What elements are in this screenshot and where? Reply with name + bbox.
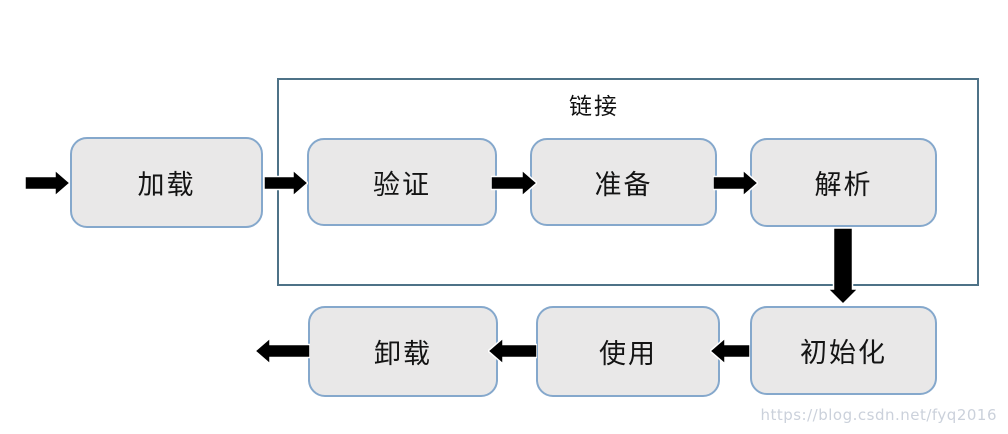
node-prepare-label: 准备 <box>594 169 653 201</box>
node-verify: 验证 <box>307 138 497 226</box>
node-initialize: 初始化 <box>750 306 937 395</box>
arrow-start-to-load-icon <box>25 170 70 196</box>
arrow-resolve-to-initialize-icon <box>828 228 858 304</box>
node-use: 使用 <box>536 306 720 397</box>
arrow-initialize-to-use-icon <box>710 338 750 364</box>
arrow-unload-to-end-icon <box>255 338 310 364</box>
node-unload: 卸载 <box>308 306 498 397</box>
arrow-prepare-to-resolve-icon <box>713 170 758 196</box>
node-resolve-label: 解析 <box>814 170 873 201</box>
node-use-label: 使用 <box>599 339 657 370</box>
node-verify-label: 验证 <box>373 169 431 201</box>
node-load: 加载 <box>70 137 263 228</box>
node-initialize-label: 初始化 <box>800 338 887 369</box>
arrow-load-to-verify-icon <box>264 170 308 196</box>
link-group-label: 链接 <box>569 94 619 120</box>
arrow-verify-to-prepare-icon <box>491 170 537 196</box>
node-resolve: 解析 <box>750 138 937 227</box>
node-unload-label: 卸载 <box>374 339 432 370</box>
node-prepare: 准备 <box>530 138 717 226</box>
node-load-label: 加载 <box>137 170 196 201</box>
watermark-text: https://blog.csdn.net/fyq2016 <box>760 406 997 424</box>
arrow-use-to-unload-icon <box>488 338 537 364</box>
